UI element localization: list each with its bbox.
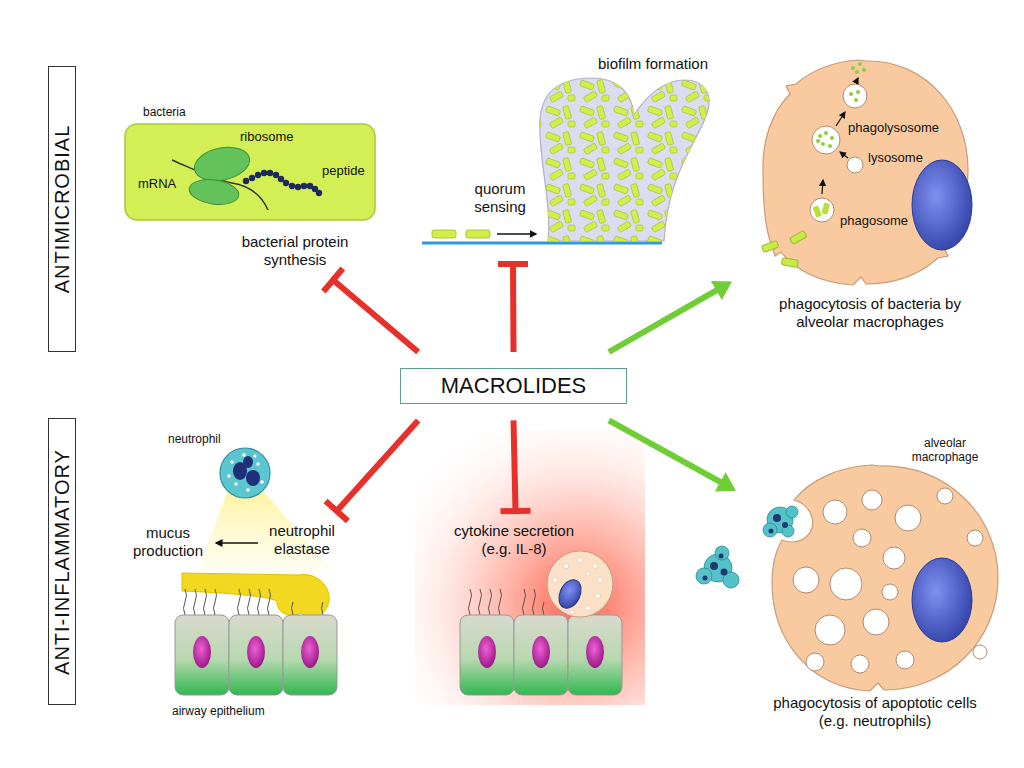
inhibition-bar: [501, 508, 531, 515]
biofilm-panel: biofilm formation quorum sensing: [420, 55, 720, 258]
part-label: peptide: [322, 163, 365, 179]
arrow-head: [715, 472, 736, 491]
macrophage-top: [761, 60, 972, 285]
connector-line: [514, 420, 516, 511]
promotion-connector: [609, 420, 736, 491]
part-label: mRNA: [138, 176, 176, 192]
bacterium: [125, 124, 375, 220]
effect-label: cytokine secretion (e.g. IL-8): [438, 520, 593, 562]
inhibition-connector: [323, 269, 418, 352]
inhibition-bar: [323, 269, 342, 292]
part-label: neutrophil: [168, 432, 221, 446]
node-text: quorum sensing: [460, 180, 540, 216]
inhibition-connector: [501, 420, 531, 511]
section-title: ANTI-INFLAMMATORY: [50, 449, 74, 675]
biofilm: [422, 78, 709, 243]
drug-box: MACROLIDES: [400, 368, 627, 404]
part-label: phagolysosome: [848, 120, 939, 136]
section-box: ANTIMICROBIAL: [48, 66, 76, 352]
node-text: bacteria: [143, 105, 186, 119]
airway-epithelium-middle: [415, 430, 645, 705]
connector-line: [609, 420, 722, 483]
connector-line: [609, 289, 718, 352]
macrophage-bottom: [696, 465, 998, 691]
node-text: phagocytosis of apoptotic cells (e.g. ne…: [760, 694, 990, 730]
part-label: ribosome: [240, 129, 293, 145]
section-box: ANTI-INFLAMMATORY: [48, 418, 76, 705]
node-text: neutrophil elastase: [262, 522, 342, 558]
connector-line: [337, 420, 418, 511]
section-title: ANTIMICROBIAL: [50, 125, 74, 294]
part-label: airway epithelium: [172, 704, 265, 718]
node-text: bacterial protein synthesis: [225, 233, 365, 269]
macrophage-panel: alveolar macrophage phagocytosis of apopt…: [740, 432, 1012, 733]
arrow-head: [711, 281, 732, 300]
promotion-connector: [609, 281, 732, 352]
part-label: phagosome: [840, 213, 908, 229]
effect-label: neutrophil elastase: [262, 520, 345, 560]
node-text: alveolar macrophage: [905, 436, 985, 465]
inhibition-bar: [326, 501, 348, 521]
drug-name: MACROLIDES: [441, 373, 586, 399]
part-label: lysosome: [868, 150, 923, 166]
node-text: biofilm formation: [598, 55, 708, 73]
macrophage-panel: phagocytosis of bacteria by alveolar mac…: [735, 45, 1003, 337]
node-text: phagocytosis of bacteria by alveolar mac…: [755, 295, 985, 331]
part-label: mucus production: [128, 524, 208, 560]
node-text: cytokine secretion (e.g. IL-8): [438, 522, 590, 558]
connector-line: [510, 264, 517, 352]
airway-epithelium-left: [175, 448, 337, 695]
inhibition-bar: [498, 261, 528, 267]
inhibition-connector: [326, 420, 419, 521]
connector-line: [333, 280, 418, 352]
inhibition-connector: [498, 264, 528, 352]
